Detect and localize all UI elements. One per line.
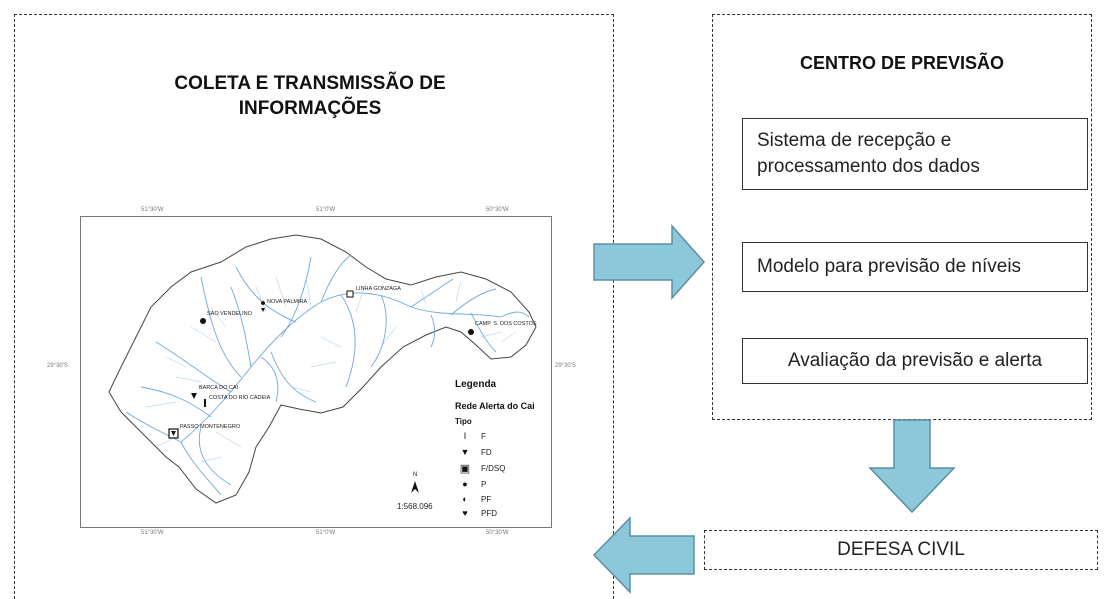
legend-label-f: F — [481, 432, 486, 441]
station-linha-gonzaga-pf — [346, 290, 354, 298]
data-collection-title: COLETA E TRANSMISSÃO DE INFORMAÇÕES — [60, 72, 560, 121]
coord-left: 29°30'S — [47, 363, 68, 369]
legend-label-fdsq: F/DSQ — [481, 464, 506, 473]
label-costa-do-rio-cadeia: COSTA DO RIO CADEIA — [209, 395, 271, 401]
basin-map: 51°30'W 51°0'W 50°30'W 51°30'W 51°0'W 50… — [47, 207, 576, 536]
arrow-to-forecast-center — [593, 224, 706, 300]
legend-symbol-pfd: ♥ — [462, 508, 468, 518]
north-arrow — [411, 481, 419, 493]
coord-top-3: 50°30'W — [486, 207, 509, 213]
coord-top-2: 51°0'W — [316, 207, 336, 213]
legend-symbol-f: I — [463, 431, 467, 441]
civil-defense-box: DEFESA CIVIL — [704, 530, 1098, 570]
coord-bottom-1: 51°30'W — [141, 530, 164, 536]
basin-map-svg — [108, 234, 537, 504]
data-collection-title-line1: COLETA E TRANSMISSÃO DE — [174, 73, 446, 94]
data-collection-panel — [14, 14, 614, 599]
data-reception-line2: processamento dos dados — [757, 156, 980, 177]
coord-top-1: 51°30'W — [141, 207, 164, 213]
station-camp-dos-costos-p — [468, 329, 474, 335]
label-barca-do-cai: BARCA DO CAI — [199, 385, 239, 391]
north-label: N — [413, 472, 418, 478]
station-costa-do-rio-cadeia-f — [204, 399, 206, 407]
legend-label-fd: FD — [481, 448, 492, 457]
label-camp-dos-costos: CAMP. S. DOS COSTOS — [475, 321, 537, 327]
data-reception-line1: Sistema de recepção e — [757, 130, 952, 152]
level-model-box: Modelo para previsão de níveis — [742, 242, 1088, 292]
forecast-evaluation-text: Avaliação da previsão e alerta — [787, 350, 1043, 372]
basin-outline — [108, 234, 537, 504]
legend-symbol-p: ● — [462, 479, 468, 489]
legend-symbol-pf: ◐ — [462, 494, 468, 504]
forecast-center-title: CENTRO DE PREVISÃO — [799, 53, 1005, 73]
legend-title: Legenda — [455, 379, 497, 390]
level-model-text: Modelo para previsão de níveis — [757, 256, 1022, 278]
map-scale: 1:568.096 — [397, 502, 433, 511]
legend-label-pfd: PFD — [481, 509, 497, 518]
arrow-to-data-collection — [592, 516, 695, 594]
legend-label-pf: PF — [481, 495, 492, 504]
river-network-minor — [145, 276, 517, 463]
legend-symbol-fd: ▼ — [460, 447, 470, 457]
coord-right: 29°30'S — [555, 363, 576, 369]
data-reception-box: Sistema de recepção e processamento dos … — [742, 118, 1088, 190]
river-network — [125, 254, 530, 496]
coord-bottom-3: 50°30'W — [486, 530, 509, 536]
label-sao-vendelino: SAO VENDELINO — [207, 311, 252, 317]
legend-subtitle: Rede Alerta do Cai — [455, 401, 535, 411]
station-sao-vendelino-p — [200, 318, 206, 324]
legend-label-p: P — [481, 480, 487, 489]
station-nova-palmira-pfd — [261, 301, 266, 312]
coord-bottom-2: 51°0'W — [316, 530, 336, 536]
forecast-evaluation-box: Avaliação da previsão e alerta — [742, 338, 1088, 384]
label-passo-montenegro: PASSO MONTENEGRO — [180, 424, 241, 430]
legend-type-label: Tipo — [455, 417, 472, 426]
station-barca-do-cai-fd — [191, 393, 197, 399]
map-legend: Legenda Rede Alerta do Cai Tipo I F ▼ FD… — [453, 379, 548, 519]
legend-symbol-fdsq: ▣ — [459, 463, 471, 475]
data-collection-title-line2: INFORMAÇÕES — [238, 97, 382, 119]
data-reception-text: Sistema de recepção e processamento dos … — [757, 128, 980, 179]
label-nova-palmira: NOVA PALMIRA — [267, 299, 308, 305]
label-linha-gonzaga: LINHA GONZAGA — [356, 286, 401, 292]
civil-defense-text: DEFESA CIVIL — [837, 539, 965, 560]
arrow-to-civil-defense — [868, 419, 956, 514]
